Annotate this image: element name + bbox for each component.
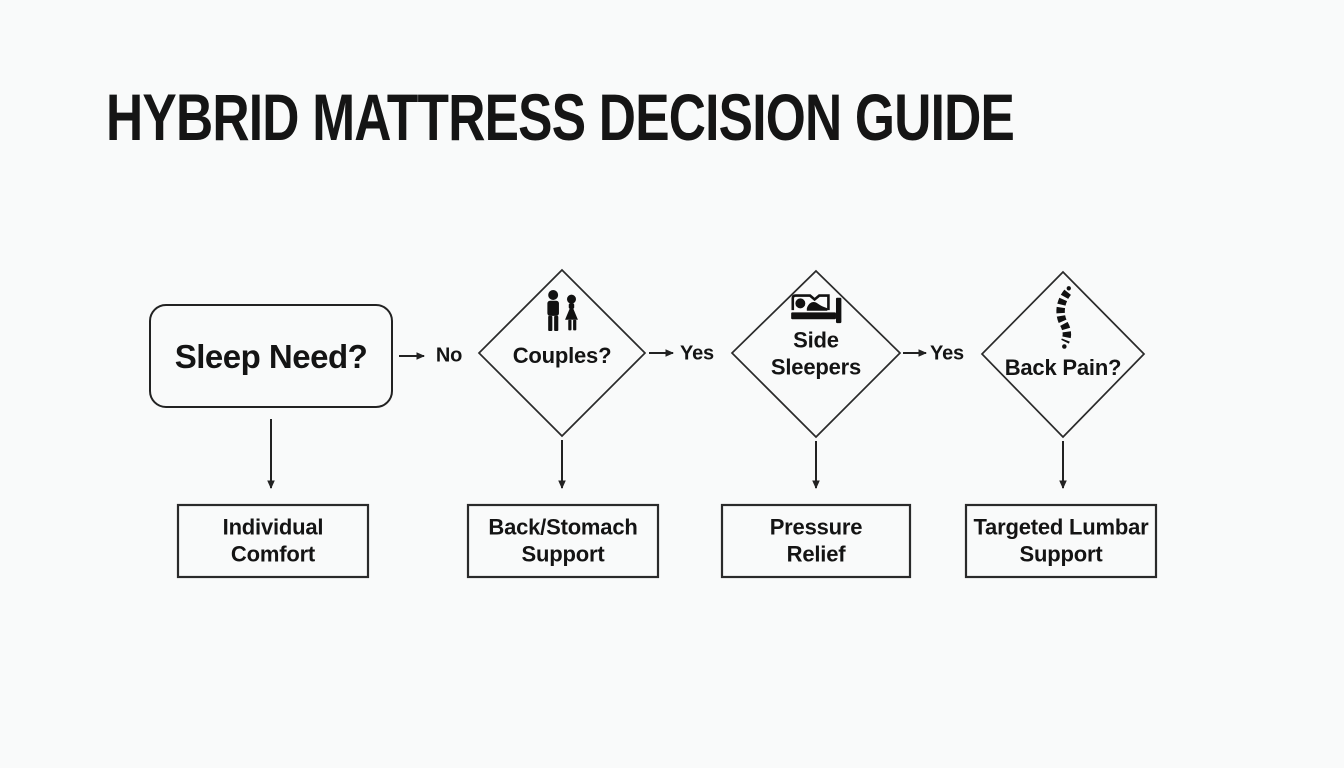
edge-label-no: No: [435, 344, 463, 367]
outcome-label-pressure-relief: Pressure Relief: [769, 514, 863, 567]
decision-label-back-pain: Back Pain?: [1004, 355, 1122, 380]
decision-node-back-pain: [980, 270, 1146, 439]
outcome-node-individual-comfort: [176, 503, 370, 579]
outcome-node-targeted-lumbar-support: [964, 503, 1158, 579]
start-node-label: Sleep Need?: [174, 338, 368, 375]
spine-icon: [1050, 285, 1077, 351]
decision-node-side-sleepers: [730, 269, 902, 439]
decision-label-couples: Couples?: [512, 343, 612, 368]
page-title: HYBRID MATTRESS DECISION GUIDE: [106, 80, 1015, 154]
decision-label-side-sleepers: Side Sleepers: [770, 327, 862, 380]
person-sleeping-in-bed-icon: [789, 290, 843, 327]
start-node-sleep-need: [149, 304, 393, 408]
outcome-node-pressure-relief: [720, 503, 912, 579]
edge-label-yes-1: Yes: [680, 342, 714, 365]
outcome-node-back-stomach-support: [466, 503, 660, 579]
outcome-label-targeted-lumbar-support: Targeted Lumbar Support: [973, 514, 1149, 567]
decision-node-couples: [477, 268, 647, 438]
outcome-label-back-stomach-support: Back/Stomach Support: [488, 514, 638, 567]
couple-icon: [541, 289, 583, 335]
edge-label-yes-2: Yes: [930, 342, 964, 365]
outcome-label-individual-comfort: Individual Comfort: [222, 514, 324, 567]
